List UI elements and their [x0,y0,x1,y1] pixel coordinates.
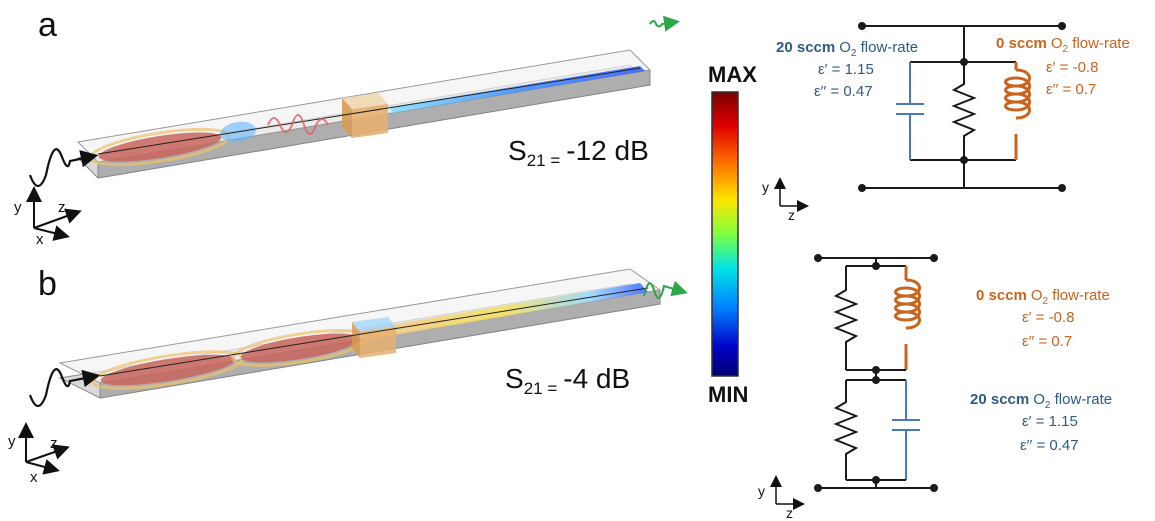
output-wave-b-icon [643,280,688,299]
axes-b: y z x [8,422,70,486]
inductor-b-icon [894,266,921,370]
colorbar: MAX MIN [708,62,757,407]
svg-text:ε′′ = 0.47: ε′′ = 0.47 [1020,437,1079,454]
circuit-a [858,22,1066,192]
svg-text:y: y [14,199,22,216]
waveguide-b [58,268,662,399]
capacitor-b-icon [892,380,920,480]
panel-b-letter: b [38,265,57,303]
svg-text:y: y [758,483,765,499]
svg-text:ε′ = 1.15: ε′ = 1.15 [818,61,874,78]
svg-text:x: x [36,231,44,248]
panel-a: a S21 =-12 dB [14,6,680,248]
svg-text:ε′ = -0.8: ε′ = -0.8 [1046,59,1098,76]
svg-text:y: y [762,179,769,195]
svg-text:S21 =-12 dB: S21 =-12 dB [508,135,649,170]
panel-b: b S21 =-4 dB y z x [8,265,688,486]
svg-text:ε′′ = 0.7: ε′′ = 0.7 [1022,333,1072,350]
svg-text:z: z [58,199,66,216]
svg-text:z: z [788,207,795,223]
resistor-b-bottom-icon [833,380,859,480]
colorbar-max-label: MAX [708,62,757,87]
resistor-b-top-icon [833,266,859,370]
colorbar-gradient [711,91,739,377]
capacitor-a-icon [896,62,924,160]
colorbar-min-label: MIN [708,382,748,407]
svg-text:z: z [786,505,793,521]
panel-a-letter: a [38,6,57,44]
input-wave-a-icon [28,148,99,188]
svg-text:ε′ = 1.15: ε′ = 1.15 [1022,413,1078,430]
s21-label-a: S21 =-12 dB [508,135,649,170]
svg-text:x: x [30,469,38,486]
circuit-b [814,254,938,492]
svg-text:ε′′ = 0.47: ε′′ = 0.47 [814,83,873,100]
waveguide-a [76,49,652,179]
axes-a: y z x [14,186,82,248]
inductor-a-icon [1004,62,1031,160]
svg-text:ε′′ = 0.7: ε′′ = 0.7 [1046,81,1096,98]
input-wave-b-icon [28,368,101,408]
resistor-a-icon [951,62,977,160]
s21-label-b: S21 =-4 dB [505,363,630,398]
svg-text:y: y [8,433,16,450]
axes-circuit-a: y z [762,177,809,223]
svg-text:ε′ = -0.8: ε′ = -0.8 [1022,309,1074,326]
svg-text:S21 =-4 dB: S21 =-4 dB [505,363,630,398]
output-wave-a-icon [649,15,680,32]
svg-text:z: z [50,435,58,452]
axes-circuit-b: y z [758,475,805,521]
